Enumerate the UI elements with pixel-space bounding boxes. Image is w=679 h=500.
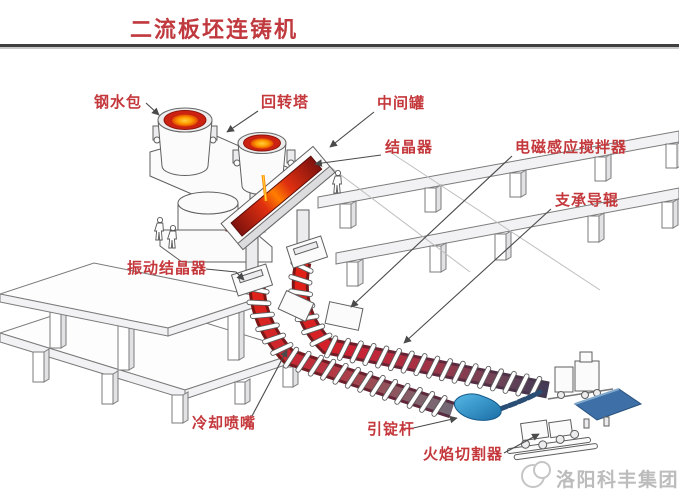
dummy-bar-head — [453, 389, 543, 421]
guide-roller — [464, 363, 479, 387]
guide-roller — [438, 358, 453, 382]
guide-roller — [451, 360, 466, 384]
guide-roller — [381, 378, 399, 401]
watermark: 洛阳科丰集团 — [521, 461, 679, 491]
steel-stream — [261, 174, 268, 202]
guide-roller — [309, 332, 333, 347]
electromagnetic-stirrer — [277, 289, 364, 331]
page-title: 二流板坯连铸机 — [130, 17, 299, 42]
label-support-rolls: 支承导辊 — [554, 191, 619, 209]
guide-roller — [406, 386, 423, 409]
guide-roller — [246, 299, 272, 307]
company-name: 洛阳科丰集团 — [556, 468, 679, 491]
guide-roller — [375, 345, 390, 369]
guide-roller — [387, 348, 402, 371]
label-vibrating-mold: 振动结晶器 — [127, 259, 207, 277]
part-labels: 钢水包 回转塔 中间罐 结晶器 电磁感应搅拌器 支承导辊 振动结晶器 冷却喷嘴 … — [94, 93, 627, 463]
withdrawal-gantry — [547, 351, 614, 400]
label-rotary-tower: 回转塔 — [261, 93, 309, 111]
guide-roller — [400, 350, 415, 374]
guide-roller — [394, 382, 411, 405]
guide-roller — [301, 323, 326, 336]
guide-roller — [336, 337, 351, 361]
label-em-stirrer: 电磁感应搅拌器 — [515, 138, 627, 156]
guide-roller — [307, 354, 324, 377]
guide-roller — [362, 343, 377, 366]
ladle-1 — [152, 107, 218, 176]
guide-roller — [413, 353, 428, 377]
company-logo-icon — [533, 461, 551, 479]
guide-roller — [250, 311, 275, 319]
guide-roller — [295, 350, 312, 373]
label-dummy-bar: 引锭杆 — [367, 420, 415, 438]
guide-roller — [320, 358, 337, 381]
guide-roller — [344, 366, 361, 389]
guide-roller — [419, 391, 436, 413]
guide-roller — [349, 340, 364, 364]
guide-roller — [431, 395, 448, 417]
label-cooling-nozzle: 冷却喷嘴 — [192, 414, 256, 432]
guide-roller — [324, 335, 339, 359]
guide-roller — [502, 370, 517, 394]
label-flame-cutter: 火焰切割器 — [423, 445, 503, 463]
label-ladle: 钢水包 — [94, 93, 142, 111]
worker-figures — [153, 169, 342, 249]
guide-roller — [255, 322, 280, 333]
guide-roller — [332, 362, 349, 385]
guide-roller — [489, 368, 504, 392]
label-mold: 结晶器 — [385, 138, 433, 156]
guide-roller — [288, 288, 313, 298]
tundish-vessel — [220, 145, 336, 251]
guide-roller — [369, 374, 386, 397]
guide-roller — [477, 365, 492, 389]
guide-roller — [288, 274, 313, 286]
title-divider — [0, 44, 679, 47]
guide-roller — [426, 355, 441, 379]
exit-table — [573, 388, 643, 429]
guide-roller — [357, 370, 374, 393]
platform-floors — [0, 130, 679, 424]
guide-roller — [262, 332, 286, 345]
label-tundish: 中间罐 — [377, 94, 425, 112]
leader-lines — [145, 102, 552, 454]
guide-roller — [515, 373, 530, 397]
mold-rear — [285, 235, 329, 269]
guide-roller — [283, 346, 300, 369]
